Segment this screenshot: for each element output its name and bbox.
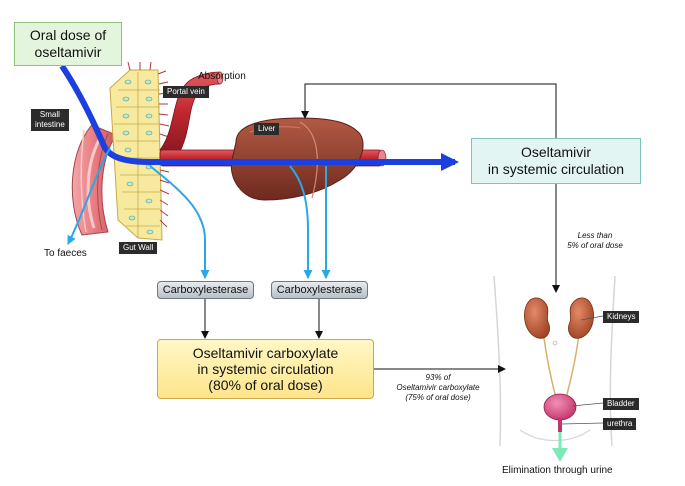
bladder-tag: Bladder <box>603 398 639 410</box>
label-connectors <box>561 315 604 425</box>
gut-wall-tag: Gut Wall <box>119 242 158 254</box>
gut-metabolism-arrow <box>149 165 210 279</box>
less-than-note: Less than 5% of oral dose <box>567 231 623 250</box>
portal-vein-tag: Portal vein <box>163 86 209 98</box>
elimination-label: Elimination through urine <box>502 465 613 476</box>
liver-metabolism-arrow-1 <box>289 165 313 279</box>
small-intestine-tag: Small intestine <box>31 109 69 131</box>
carboxylesterase-gut: Carboxylesterase <box>157 281 254 299</box>
liver-tag: Liver <box>254 123 280 135</box>
gut-wall-illustration <box>109 61 170 241</box>
carboxylesterase-liver: Carboxylesterase <box>271 281 368 299</box>
urine-arrow-head <box>552 448 568 462</box>
urethra-tag: urethra <box>603 418 637 430</box>
to-faeces-label: To faeces <box>44 248 87 259</box>
urinary-system-illustration <box>493 275 616 447</box>
kidneys-tag: Kidneys <box>603 311 640 323</box>
to-faeces-arrow <box>67 147 111 245</box>
ninety-three-percent-note: 93% of Oseltamivir carboxylate (75% of o… <box>396 373 480 402</box>
oral-dose-box: Oral dose of oseltamivir <box>14 22 122 66</box>
carboxylate-box: Oseltamivir carboxylate in systemic circ… <box>157 339 374 399</box>
absorption-label: Absorption <box>198 71 246 82</box>
recirculation-arrow <box>301 83 557 138</box>
systemic-circulation-box: Oseltamivir in systemic circulation <box>471 138 641 184</box>
main-flow-arrow <box>59 64 459 171</box>
